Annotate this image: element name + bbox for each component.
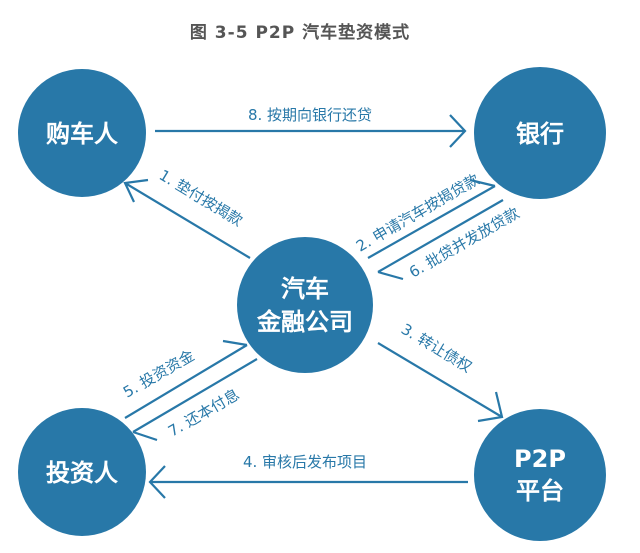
node-p2p: P2P 平台 xyxy=(474,409,606,541)
node-investor: 投资人 xyxy=(18,408,146,536)
edge-1: 1. 垫付按揭款 xyxy=(123,166,251,259)
edge-8-label: 8. 按期向银行还贷 xyxy=(248,106,372,124)
arrow-up-right-icon xyxy=(124,339,248,419)
node-buyer: 购车人 xyxy=(18,69,146,197)
arrow-down-right-icon xyxy=(377,342,504,423)
arrow-down-left-icon xyxy=(132,358,258,442)
edge-8: 8. 按期向银行还贷 xyxy=(155,106,467,148)
node-buyer-label: 购车人 xyxy=(46,120,118,148)
node-company-label-1: 汽车 xyxy=(281,275,329,303)
node-company-label-2: 金融公司 xyxy=(256,308,353,336)
edge-4-label: 4. 审核后发布项目 xyxy=(243,453,367,471)
figure-title: 图 3-5 P2P 汽车垫资模式 xyxy=(189,23,411,43)
arrow-down-left-icon xyxy=(377,199,504,281)
node-bank: 银行 xyxy=(474,67,606,199)
edge-5-label: 5. 投资资金 xyxy=(120,346,197,401)
edge-7-label: 7. 还本付息 xyxy=(165,385,242,440)
arrow-left-icon xyxy=(148,465,468,499)
edge-3: 3. 转让债权 xyxy=(377,320,504,423)
node-investor-label: 投资人 xyxy=(46,459,118,487)
edge-4: 4. 审核后发布项目 xyxy=(148,453,468,499)
node-company: 汽车 金融公司 xyxy=(237,237,373,373)
node-p2p-label-1: P2P xyxy=(514,445,566,473)
edge-1-label: 1. 垫付按揭款 xyxy=(156,166,246,230)
arrow-up-right-icon xyxy=(367,178,496,259)
node-bank-label: 银行 xyxy=(516,120,564,148)
node-p2p-label-2: 平台 xyxy=(516,477,564,505)
arrow-right-icon xyxy=(155,114,467,148)
arrow-up-left-icon xyxy=(123,178,251,259)
edge-3-label: 3. 转让债权 xyxy=(398,320,475,376)
